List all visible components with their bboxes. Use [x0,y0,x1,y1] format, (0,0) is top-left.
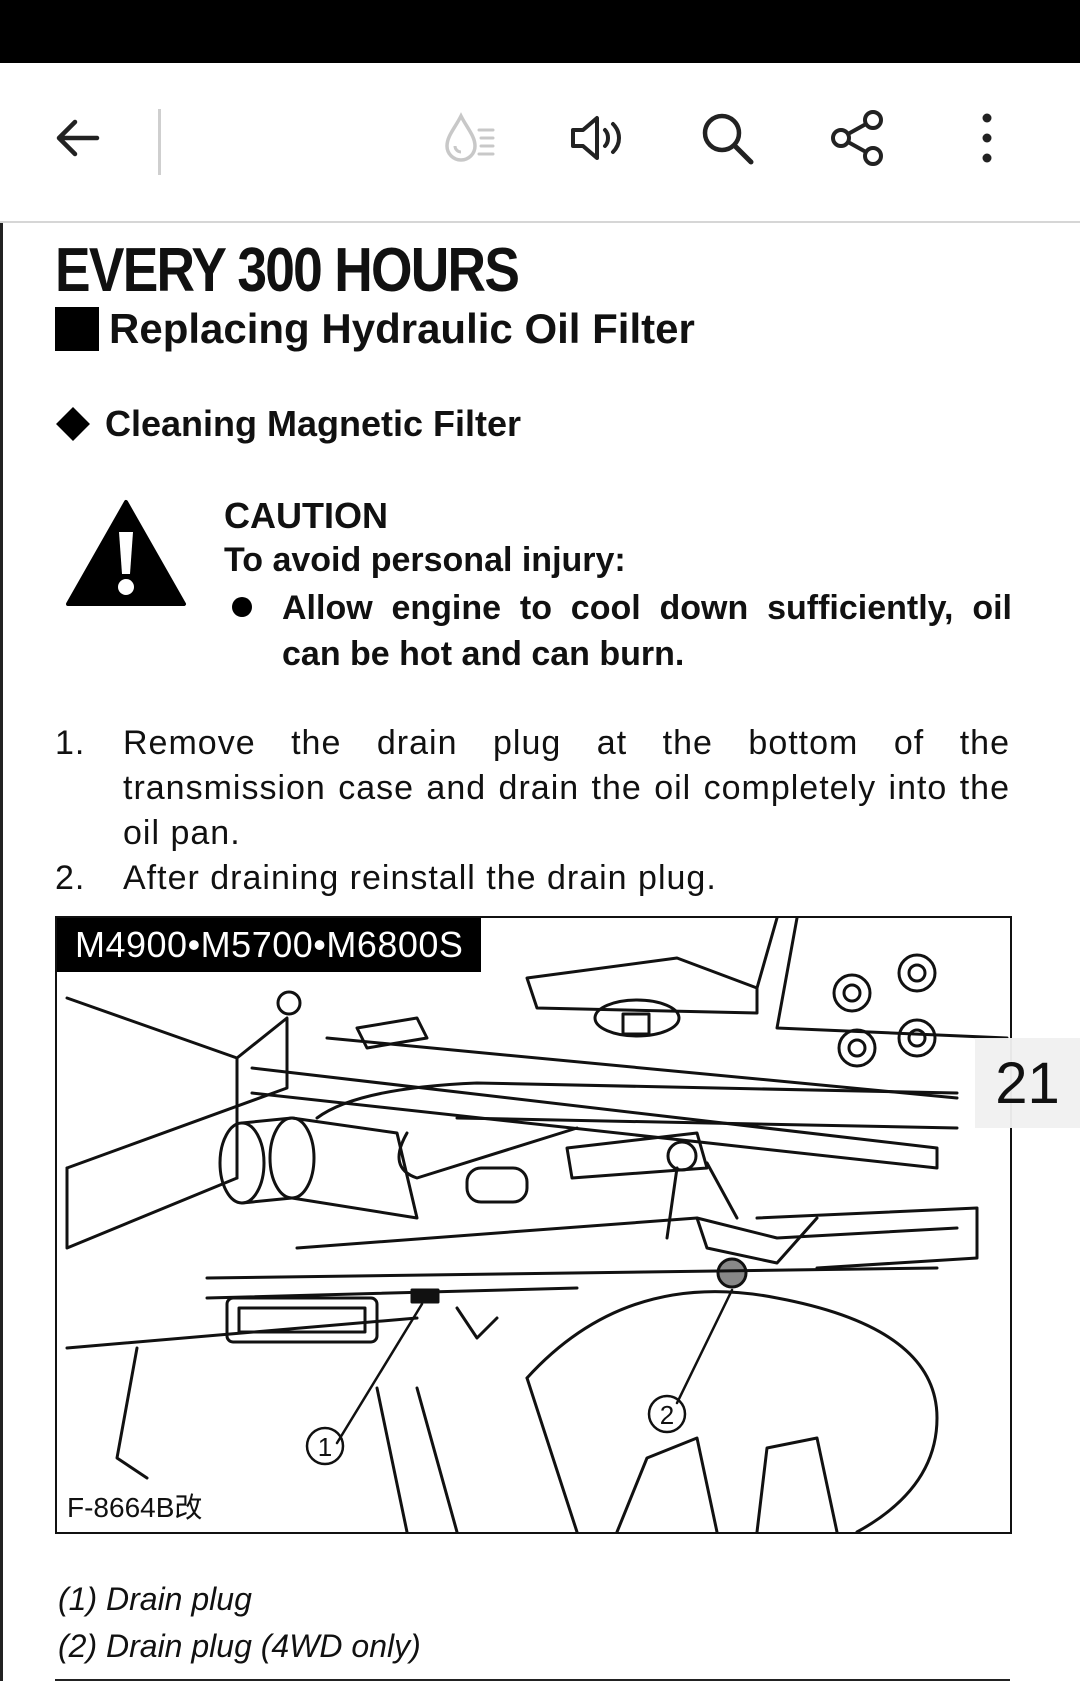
search-icon [702,113,754,165]
share-button[interactable] [812,93,902,183]
search-button[interactable] [682,93,772,183]
step-number: 1. [55,724,86,762]
caution-subheading: To avoid personal injury: [224,541,626,579]
diamond-bullet-icon [56,407,90,441]
speaker-icon [571,116,621,160]
caution-heading: CAUTION [224,495,388,536]
page-number-indicator: 21 [975,1038,1080,1128]
toolbar-separator [158,109,161,175]
step-list: 1. Remove the drain plug at the bottom o… [55,721,1010,901]
tractor-diagram-figure: 1 2 M4900•M5700•M6800S F-8664B改 [55,916,1012,1534]
list-item: 2. After draining reinstall the drain pl… [55,856,1010,901]
figure-caption: (2) Drain plug (4WD only) [58,1628,421,1664]
svg-text:1: 1 [318,1432,332,1462]
droplet-lines-icon [445,112,495,162]
step-text: After draining reinstall the drain plug. [123,859,717,897]
caution-bullet-text: Allow engine to cool down sufficiently, … [282,589,1012,673]
section-heading-text: Cleaning Magnetic Filter [105,403,522,444]
list-item: 1. Remove the drain plug at the bottom o… [55,721,1010,856]
reading-mode-button[interactable] [424,93,514,183]
share-icon [831,110,883,166]
svg-text:2: 2 [660,1400,674,1430]
warning-triangle-icon [66,500,186,606]
bullet-dot-icon [232,597,252,617]
back-button[interactable] [34,93,124,183]
step-number: 2. [55,859,86,897]
subtitle-text: Replacing Hydraulic Oil Filter [109,305,695,352]
document-page: EVERY 300 HOURS Replacing Hydraulic Oil … [0,223,1080,1681]
section-heading: Cleaning Magnetic Filter [55,403,521,445]
arrow-left-icon [56,119,100,157]
black-square-icon [55,307,99,351]
figure-code: F-8664B改 [67,1492,203,1523]
step-text: Remove the drain plug at the bottom of t… [123,724,1010,852]
model-banner: M4900•M5700•M6800S [57,918,482,972]
caution-bullet: Allow engine to cool down sufficiently, … [232,585,1012,677]
section-subtitle: Replacing Hydraulic Oil Filter [55,305,695,353]
vertical-dots-icon [982,113,992,163]
toolbar [0,63,1080,223]
more-options-button[interactable] [942,93,1032,183]
tractor-underside-illustration: 1 2 [65,918,1009,1532]
read-aloud-button[interactable] [552,93,642,183]
figure-caption: (1) Drain plug [58,1581,252,1617]
page-edge [0,223,3,1681]
status-bar [0,0,1080,63]
page-bottom-rule [55,1679,1010,1681]
page-title: EVERY 300 HOURS [55,236,520,305]
